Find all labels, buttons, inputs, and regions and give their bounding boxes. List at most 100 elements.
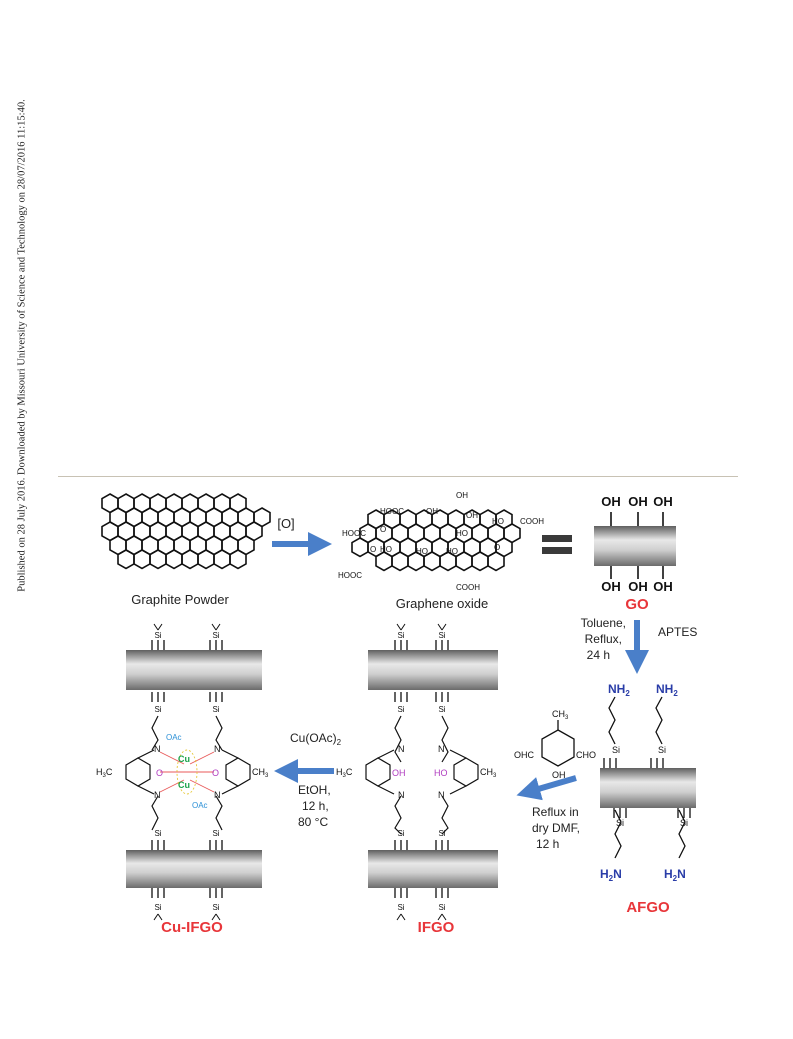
condition-aptes: APTES xyxy=(658,625,697,639)
conditions-ifgo-to-cu: Cu(OAc)2 EtOH, 12 h, 80 °C xyxy=(290,731,342,829)
svg-text:HO: HO xyxy=(380,545,392,554)
publication-notice: Published on 28 July 2016. Downloaded by… xyxy=(2,10,28,710)
svg-text:HOOC: HOOC xyxy=(380,507,404,516)
svg-text:Si: Si xyxy=(438,903,445,912)
svg-text:OH: OH xyxy=(466,511,478,520)
svg-text:Reflux in: Reflux in xyxy=(532,805,579,819)
conditions-go-to-afgo: Toluene, Reflux, 24 h xyxy=(581,616,626,662)
go-structure: OH OH OH OH OH OH xyxy=(594,494,676,594)
svg-text:OH: OH xyxy=(552,770,566,780)
svg-text:O: O xyxy=(156,768,163,778)
svg-text:Si: Si xyxy=(154,903,161,912)
svg-text:HO: HO xyxy=(416,547,428,556)
svg-text:OH: OH xyxy=(601,579,621,594)
svg-text:EtOH,: EtOH, xyxy=(298,783,331,797)
svg-text:Reflux,: Reflux, xyxy=(585,632,622,646)
svg-text:Si: Si xyxy=(154,705,161,714)
label-go: GO xyxy=(625,596,649,613)
svg-text:OAc: OAc xyxy=(192,801,208,810)
label-afgo: AFGO xyxy=(626,899,670,916)
svg-text:Cu: Cu xyxy=(178,754,190,764)
svg-text:OH: OH xyxy=(653,494,673,509)
svg-text:HO: HO xyxy=(434,768,448,778)
svg-text:Toluene,: Toluene, xyxy=(581,616,626,630)
conditions-afgo-to-ifgo: Reflux in dry DMF, 12 h xyxy=(532,805,580,851)
section-divider xyxy=(58,476,738,477)
graphite-structure xyxy=(101,493,271,570)
svg-text:CH3: CH3 xyxy=(252,767,269,779)
svg-text:NH2: NH2 xyxy=(656,682,678,698)
svg-text:Si: Si xyxy=(658,745,666,755)
svg-text:N: N xyxy=(398,790,405,800)
svg-text:12 h,: 12 h, xyxy=(302,799,329,813)
svg-text:Si: Si xyxy=(212,705,219,714)
svg-text:HO: HO xyxy=(446,547,458,556)
reaction-scheme: Graphite Powder [O] OH HOOC HOOC OH OH H… xyxy=(96,491,697,936)
label-cu-ifgo: Cu-IFGO xyxy=(161,919,223,936)
label-graphite: Graphite Powder xyxy=(131,592,229,607)
svg-text:CH3: CH3 xyxy=(480,767,497,779)
svg-text:Si: Si xyxy=(212,829,219,838)
svg-text:Si: Si xyxy=(612,745,620,755)
svg-text:H2N: H2N xyxy=(600,867,622,883)
svg-text:OH: OH xyxy=(601,494,621,509)
svg-text:CHO: CHO xyxy=(576,750,596,760)
svg-text:Si: Si xyxy=(154,631,161,640)
svg-text:N: N xyxy=(438,744,445,754)
svg-text:COOH: COOH xyxy=(456,583,480,592)
svg-text:12 h: 12 h xyxy=(536,837,559,851)
svg-text:N: N xyxy=(398,744,405,754)
svg-text:O: O xyxy=(370,545,376,554)
publication-notice-text: Published on 28 July 2016. Downloaded by… xyxy=(16,99,28,592)
svg-text:N: N xyxy=(214,744,221,754)
arrow-afgo-to-ifgo xyxy=(516,775,577,801)
svg-text:Cu(OAc)2: Cu(OAc)2 xyxy=(290,731,342,747)
svg-text:Si: Si xyxy=(212,903,219,912)
svg-text:O: O xyxy=(380,525,386,534)
ifgo-structure: Si Si Si Si Si Si Si Si N N N N H3C xyxy=(336,623,498,921)
svg-text:OH: OH xyxy=(456,491,468,500)
graphene-oxide-groups: OH HOOC HOOC OH OH HO COOH O HO O HO HO … xyxy=(338,491,544,592)
svg-text:HO: HO xyxy=(492,517,504,526)
svg-text:HOOC: HOOC xyxy=(342,529,366,538)
svg-text:Si: Si xyxy=(212,631,219,640)
cu-ifgo-structure: Si Si Si Si Si Si Si Si xyxy=(96,623,269,921)
svg-text:H3C: H3C xyxy=(336,767,353,779)
svg-text:NH2: NH2 xyxy=(608,682,630,698)
svg-text:N: N xyxy=(438,790,445,800)
svg-text:OHC: OHC xyxy=(514,750,535,760)
svg-text:Si: Si xyxy=(616,818,624,828)
svg-text:OH: OH xyxy=(628,494,648,509)
svg-text:24 h: 24 h xyxy=(587,648,610,662)
svg-text:O: O xyxy=(494,543,500,552)
svg-text:HO: HO xyxy=(456,529,468,538)
svg-text:Si: Si xyxy=(154,829,161,838)
label-oxidation: [O] xyxy=(277,516,294,531)
svg-text:N: N xyxy=(214,790,221,800)
dialdehyde-reagent: CH3 OHC CHO OH xyxy=(514,709,596,780)
svg-text:Si: Si xyxy=(397,903,404,912)
svg-text:Si: Si xyxy=(397,631,404,640)
label-ifgo: IFGO xyxy=(418,919,455,936)
svg-text:OH: OH xyxy=(653,579,673,594)
svg-text:COOH: COOH xyxy=(520,517,544,526)
svg-text:Si: Si xyxy=(397,705,404,714)
svg-text:Cu: Cu xyxy=(178,780,190,790)
svg-text:OH: OH xyxy=(426,507,438,516)
label-graphene-oxide: Graphene oxide xyxy=(396,596,489,611)
svg-text:N: N xyxy=(154,790,161,800)
afgo-structure: Si Si Si Si NH2 NH2 H2N H2N xyxy=(600,682,696,883)
equivalence-sign xyxy=(542,535,572,554)
svg-text:CH3: CH3 xyxy=(552,709,569,721)
svg-text:HOOC: HOOC xyxy=(338,571,362,580)
svg-text:OH: OH xyxy=(628,579,648,594)
svg-text:80 °C: 80 °C xyxy=(298,815,328,829)
svg-text:Si: Si xyxy=(438,705,445,714)
svg-text:O: O xyxy=(212,768,219,778)
svg-text:H3C: H3C xyxy=(96,767,113,779)
svg-text:H2N: H2N xyxy=(664,867,686,883)
svg-text:OAc: OAc xyxy=(166,733,182,742)
svg-text:Si: Si xyxy=(438,631,445,640)
svg-text:OH: OH xyxy=(392,768,406,778)
svg-text:dry DMF,: dry DMF, xyxy=(532,821,580,835)
